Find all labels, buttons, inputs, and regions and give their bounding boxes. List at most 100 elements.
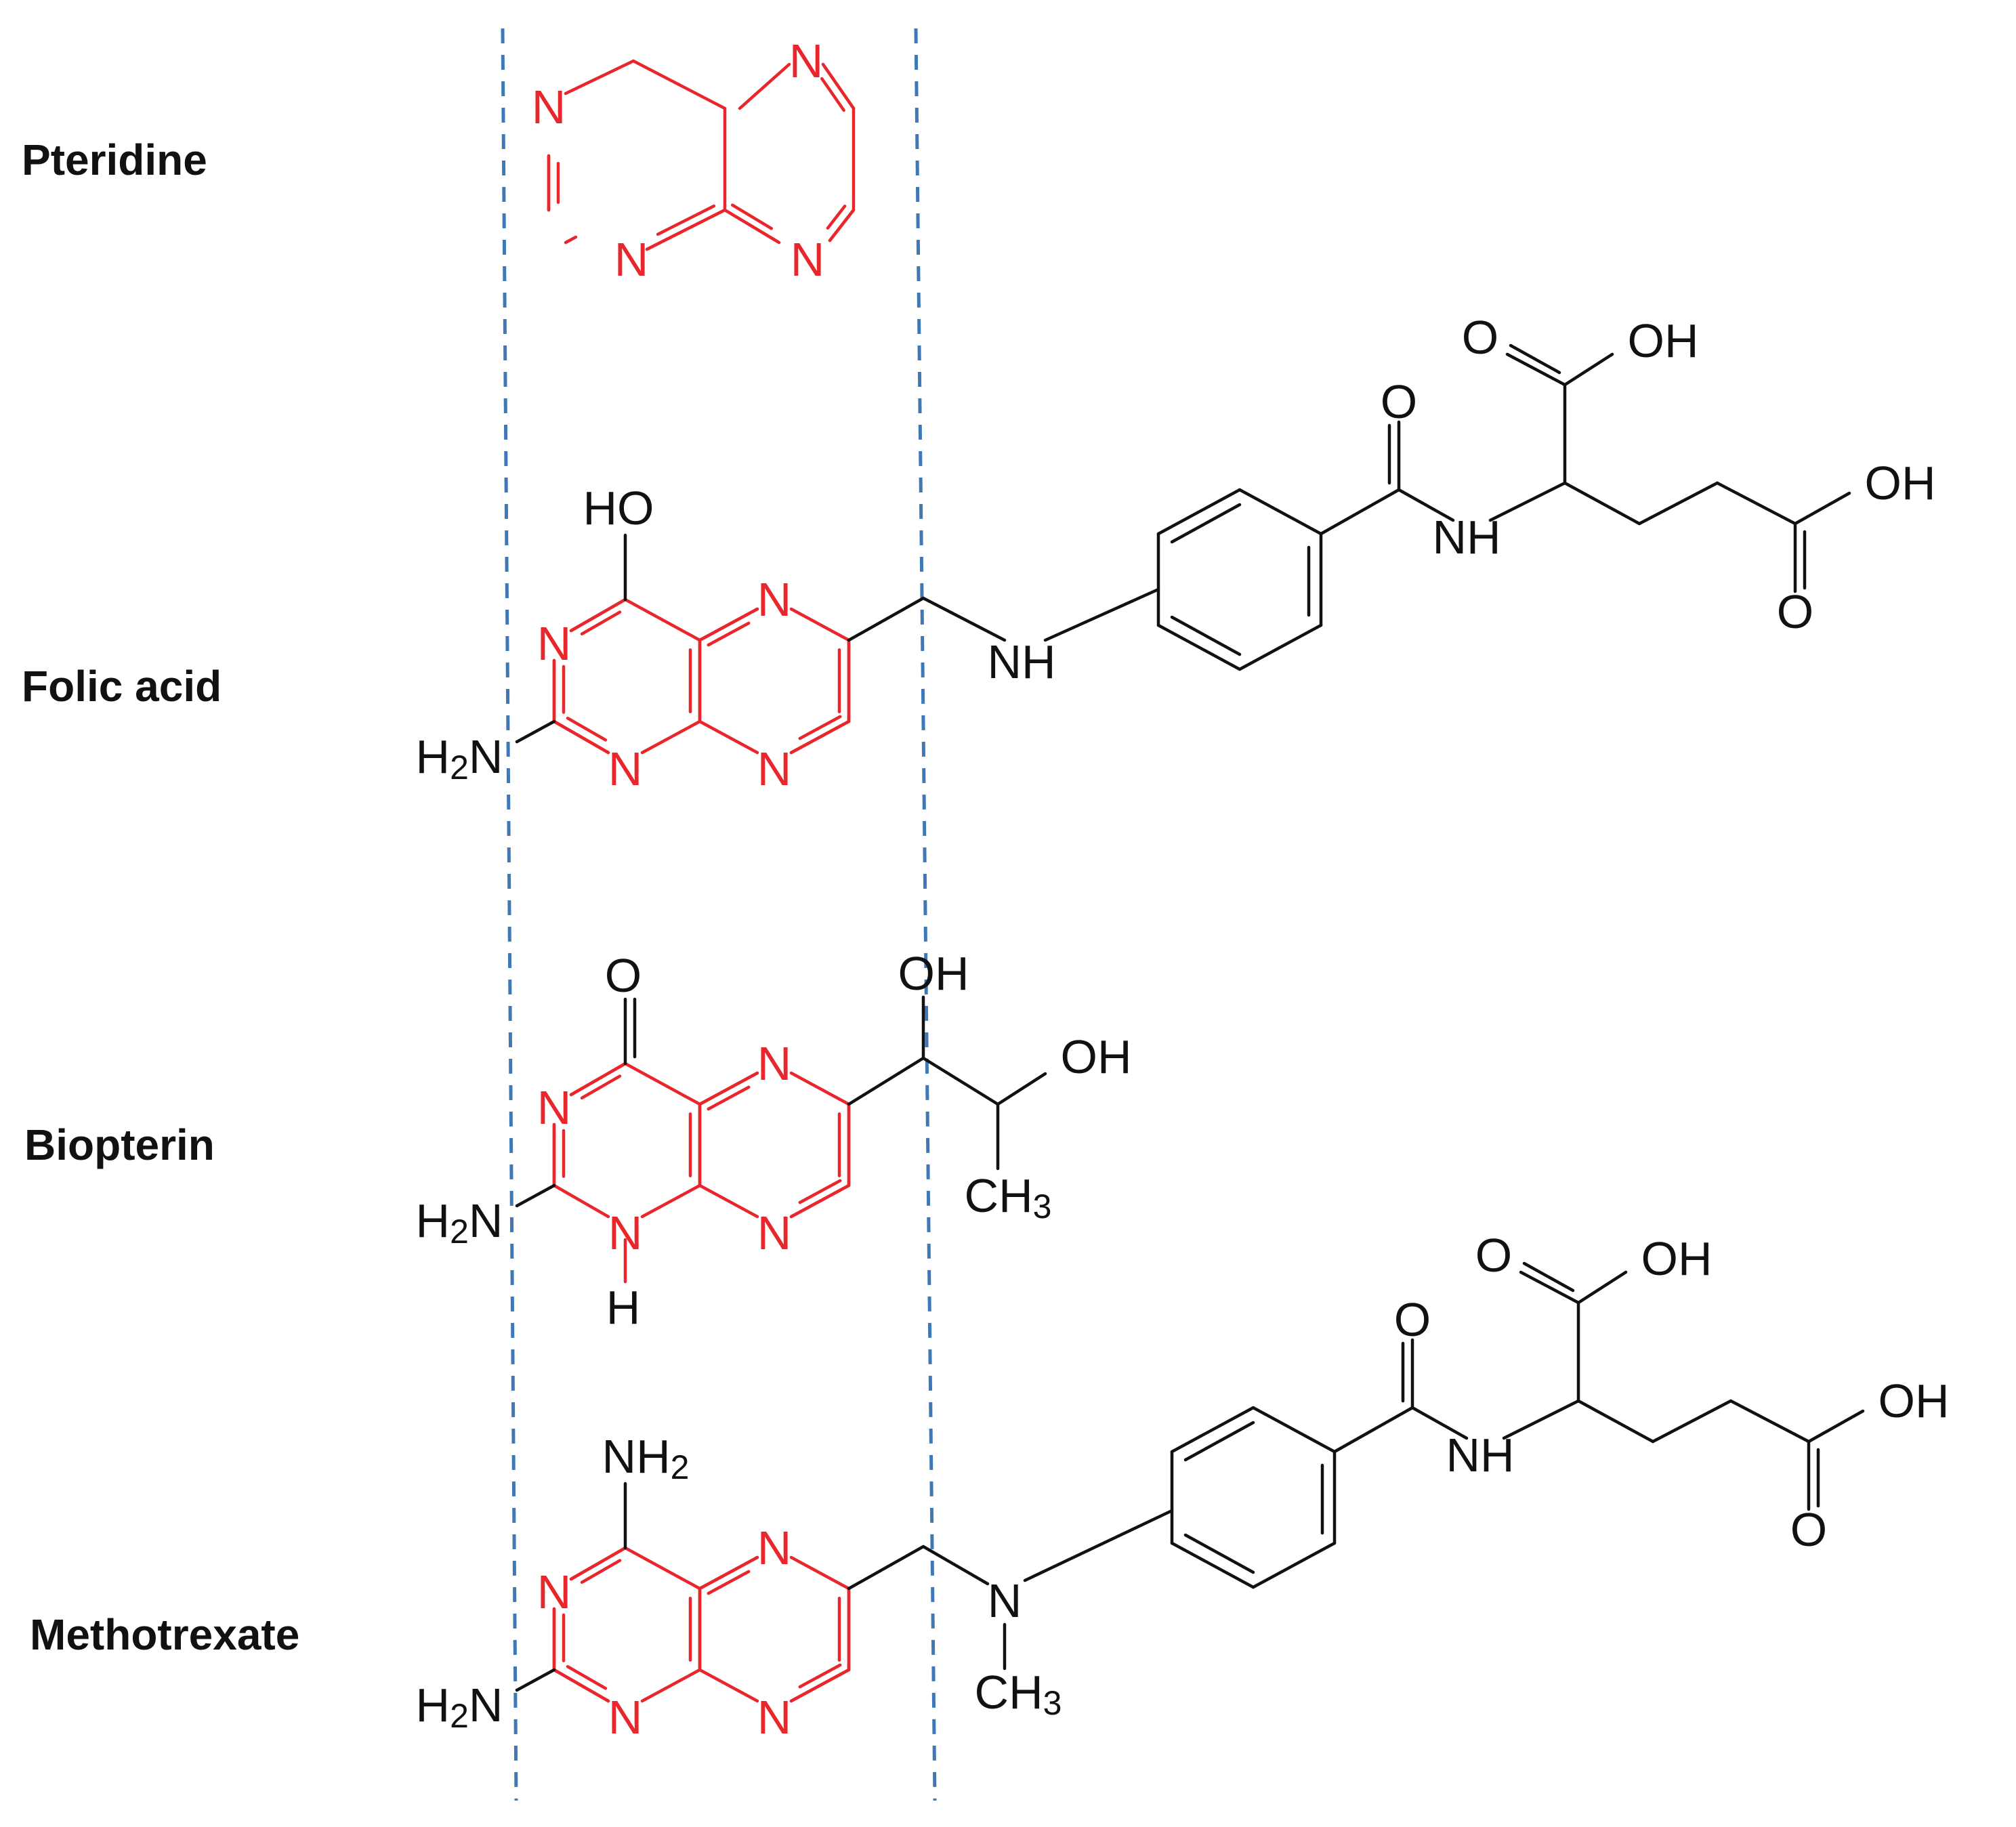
folic-acid-amide-oxygen: O	[1381, 375, 1417, 428]
single-bond	[1576, 1399, 1655, 1444]
biopterin-n-h: H	[606, 1281, 641, 1334]
single-bond	[996, 1072, 1047, 1106]
folic-acid-n8: N	[757, 742, 792, 795]
folic-acid-n1: N	[608, 742, 643, 795]
folic-acid-amine-nh: NH	[987, 635, 1055, 688]
folic-acid-side-hydroxyl: OH	[1865, 457, 1936, 509]
single-bond	[1238, 623, 1323, 671]
biopterin-n5: N	[757, 1037, 792, 1090]
single-bond	[698, 1183, 759, 1219]
pteridine-n8: N	[791, 233, 825, 286]
biopterin-amino-group: H2N	[416, 1194, 503, 1251]
aromatic-inner	[1183, 1533, 1255, 1574]
single-bond	[1505, 352, 1567, 387]
single-bond	[1156, 488, 1242, 536]
single-bond	[1023, 1509, 1174, 1582]
single-bond	[698, 1071, 759, 1106]
single-bond	[552, 719, 610, 755]
methotrexate-acid-hydroxyl: OH	[1641, 1232, 1713, 1285]
single-bond	[1519, 1270, 1580, 1305]
folic-acid-acid-oxygen: O	[1462, 311, 1498, 364]
single-bond	[1238, 488, 1323, 536]
single-bond	[564, 235, 578, 245]
methotrexate-n5: N	[757, 1521, 792, 1574]
folic-acid-acid-hydroxyl: OH	[1628, 314, 1699, 367]
folic-acid-hydroxyl: HO	[583, 482, 654, 534]
single-bond	[698, 607, 759, 642]
single-bond	[1319, 488, 1401, 536]
methotrexate-amide-oxygen: O	[1394, 1293, 1431, 1346]
single-bond	[789, 719, 851, 755]
biopterin-n8: N	[757, 1206, 792, 1259]
single-bond	[569, 1546, 627, 1581]
methotrexate-amino-group: NH2	[602, 1430, 690, 1486]
single-bond	[640, 719, 702, 755]
aromatic-inner	[1170, 615, 1242, 656]
single-bond	[1729, 1399, 1811, 1444]
single-bond	[623, 597, 702, 642]
single-bond	[789, 1555, 851, 1591]
single-bond	[789, 1183, 851, 1219]
double-bond-inner	[1522, 1261, 1575, 1293]
folic-acid-n5: N	[757, 573, 792, 626]
single-bond	[631, 59, 727, 110]
biopterin-hydroxyl-1: OH	[898, 947, 969, 1000]
single-bond	[789, 1071, 851, 1106]
methotrexate-n1: N	[608, 1691, 643, 1744]
folic-acid-side-oxygen: O	[1777, 585, 1813, 638]
double-bond-inner	[798, 1663, 842, 1689]
single-bond	[789, 1668, 851, 1703]
bond-layer	[515, 59, 1865, 1703]
aromatic-inner	[1183, 1421, 1255, 1462]
double-bond-inner	[798, 715, 842, 740]
double-bond-inner	[566, 1664, 608, 1690]
single-bond	[1637, 481, 1719, 526]
single-bond	[738, 62, 791, 110]
single-bond	[1651, 1399, 1733, 1444]
double-bond-inner	[798, 1179, 842, 1204]
biopterin-n1: N	[608, 1206, 643, 1259]
single-bond	[1410, 1406, 1469, 1440]
double-bond-inner	[707, 621, 751, 647]
methotrexate-side-hydroxyl: OH	[1878, 1374, 1950, 1427]
double-bond-inner	[656, 204, 716, 236]
double-bond-inner	[566, 716, 608, 742]
label-biopterin: Biopterin	[24, 1120, 215, 1169]
left-guide-line	[501, 28, 518, 1801]
methotrexate-n-methyl: CH3	[975, 1666, 1062, 1722]
single-bond	[1170, 1541, 1255, 1589]
methotrexate-n8: N	[757, 1691, 792, 1744]
single-bond	[1332, 1406, 1414, 1454]
single-bond	[1251, 1406, 1337, 1454]
single-bond	[847, 1545, 925, 1591]
methotrexate-side-oxygen: O	[1790, 1503, 1827, 1556]
single-bond	[921, 1545, 990, 1586]
pteridine-core-guide-lines	[501, 28, 937, 1801]
single-bond	[1715, 481, 1797, 526]
single-bond	[1807, 1409, 1865, 1444]
label-pteridine: Pteridine	[22, 135, 207, 184]
methotrexate-amide-nh: NH	[1446, 1429, 1514, 1482]
single-bond	[515, 1668, 556, 1692]
single-bond	[1156, 623, 1242, 671]
pteridine-n5: N	[789, 35, 824, 87]
single-bond	[515, 1183, 556, 1208]
single-bond	[1251, 1541, 1337, 1589]
single-bond	[1563, 352, 1614, 387]
double-bond-inner	[707, 1085, 751, 1111]
pteridine-n1: N	[532, 81, 566, 133]
folic-acid-amino-group: H2N	[416, 730, 503, 786]
double-bond-inner	[730, 203, 774, 230]
double-bond-inner	[707, 1570, 751, 1595]
double-bond-inner	[580, 1074, 622, 1100]
double-bond-inner	[820, 77, 845, 112]
single-bond	[698, 1555, 759, 1591]
single-bond	[1170, 1406, 1255, 1454]
single-bond	[640, 1183, 702, 1219]
double-bond-inner	[580, 1559, 622, 1584]
single-bond	[515, 719, 556, 744]
aromatic-inner	[1170, 503, 1242, 544]
single-bond	[847, 596, 925, 642]
